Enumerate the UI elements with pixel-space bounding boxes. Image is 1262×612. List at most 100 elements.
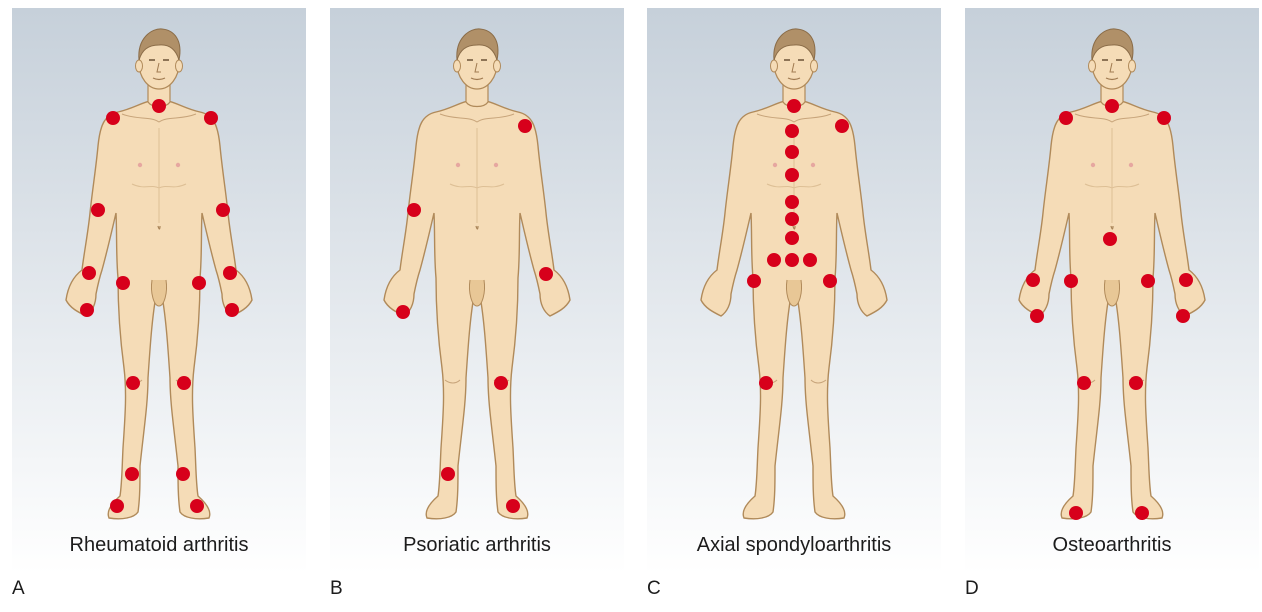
nipple-shape	[493, 162, 499, 168]
joint-marker-right-toe	[1135, 506, 1149, 520]
joint-marker-left-shoulder	[1059, 111, 1073, 125]
panel-illustration	[647, 8, 941, 574]
joint-marker-left-knee	[759, 376, 773, 390]
human-figure	[700, 28, 888, 520]
joint-marker-right-wrist	[1179, 273, 1193, 287]
panel-c: Axial spondyloarthritis	[647, 8, 941, 574]
joint-marker-spine-1	[785, 124, 799, 138]
panel-letter: A	[12, 578, 25, 599]
nose-shape	[791, 62, 796, 73]
panel-b: Psoriatic arthritis	[330, 8, 624, 574]
joint-marker-left-hand	[396, 305, 410, 319]
joint-marker-sacroiliac-left	[767, 253, 781, 267]
clavicle-line	[439, 113, 515, 123]
nose-shape	[474, 62, 479, 73]
groin-shape	[151, 279, 167, 307]
joint-marker-right-knee	[1129, 376, 1143, 390]
navel-shape	[1110, 225, 1114, 230]
joint-marker-right-toe	[506, 499, 520, 513]
ear-shape	[1128, 59, 1136, 73]
nose-shape	[1109, 62, 1114, 73]
panel-illustration	[965, 8, 1259, 574]
panel-caption: Axial spondyloarthritis	[696, 534, 892, 556]
joint-marker-left-hip	[1064, 274, 1078, 288]
hair-shape	[456, 28, 499, 61]
panel-letter: C	[647, 578, 661, 599]
joint-marker-left-knee	[1077, 376, 1091, 390]
panel-letter: D	[965, 578, 979, 599]
panel-d: Osteoarthritis	[965, 8, 1259, 574]
joint-marker-spine-4	[785, 195, 799, 209]
joint-marker-left-shoulder	[106, 111, 120, 125]
ear-shape	[770, 59, 778, 73]
panel-illustration	[330, 8, 624, 574]
nipple-shape	[175, 162, 181, 168]
joint-marker-right-shoulder	[1157, 111, 1171, 125]
joint-marker-right-wrist	[223, 266, 237, 280]
hair-shape	[138, 28, 181, 61]
nipple-shape	[772, 162, 778, 168]
joint-marker-right-hip	[192, 276, 206, 290]
ear-shape	[493, 59, 501, 73]
navel-shape	[157, 225, 161, 230]
navel-shape	[792, 225, 796, 230]
human-figure	[383, 28, 571, 520]
joint-marker-left-hip	[747, 274, 761, 288]
joint-marker-neck	[787, 99, 801, 113]
hair-shape	[1091, 28, 1134, 61]
joint-marker-right-hip	[823, 274, 837, 288]
joint-marker-left-toe	[1069, 506, 1083, 520]
joint-marker-spine-3	[785, 168, 799, 182]
joint-marker-left-knee	[126, 376, 140, 390]
torso-contour	[131, 128, 187, 223]
clavicle-line	[1074, 113, 1150, 123]
joint-marker-left-wrist	[1026, 273, 1040, 287]
groin-shape	[469, 279, 485, 307]
panel-illustration	[12, 8, 306, 574]
joint-marker-right-hand	[225, 303, 239, 317]
ear-shape	[175, 59, 183, 73]
joint-marker-right-shoulder	[204, 111, 218, 125]
joint-marker-spine-2	[785, 145, 799, 159]
ear-shape	[135, 59, 143, 73]
joint-marker-left-hand	[1030, 309, 1044, 323]
nose-shape	[156, 62, 161, 73]
joint-marker-left-ankle	[125, 467, 139, 481]
groin-shape	[1104, 279, 1120, 307]
nipple-shape	[455, 162, 461, 168]
joint-marker-right-hip	[1141, 274, 1155, 288]
ear-shape	[453, 59, 461, 73]
joint-marker-sacroiliac-center	[785, 253, 799, 267]
joint-marker-sacroiliac-right	[803, 253, 817, 267]
mouth-shape	[152, 77, 166, 81]
joint-marker-left-elbow	[407, 203, 421, 217]
joint-marker-right-shoulder	[518, 119, 532, 133]
panel-letter: B	[330, 578, 343, 599]
joint-marker-right-shoulder	[835, 119, 849, 133]
joint-marker-left-ankle	[441, 467, 455, 481]
mouth-shape	[1105, 77, 1119, 81]
joint-marker-lumbar-spine	[1103, 232, 1117, 246]
panel-a: Rheumatoid arthritis	[12, 8, 306, 574]
torso-contour	[1084, 128, 1140, 223]
joint-marker-left-hip	[116, 276, 130, 290]
clavicle-line	[756, 113, 832, 123]
panel-caption: Psoriatic arthritis	[403, 534, 551, 556]
joint-marker-spine-5	[785, 212, 799, 226]
nipple-shape	[1090, 162, 1096, 168]
joint-marker-right-wrist	[539, 267, 553, 281]
panel-caption: Rheumatoid arthritis	[69, 534, 249, 556]
joint-marker-right-hand	[1176, 309, 1190, 323]
mouth-shape	[470, 77, 484, 81]
joint-marker-right-knee	[177, 376, 191, 390]
navel-shape	[475, 225, 479, 230]
nipple-shape	[137, 162, 143, 168]
joint-marker-neck	[152, 99, 166, 113]
joint-marker-spine-6	[785, 231, 799, 245]
nipple-shape	[810, 162, 816, 168]
joint-marker-left-toe	[110, 499, 124, 513]
ear-shape	[1088, 59, 1096, 73]
torso-contour	[449, 128, 505, 223]
ear-shape	[810, 59, 818, 73]
mouth-shape	[787, 77, 801, 81]
